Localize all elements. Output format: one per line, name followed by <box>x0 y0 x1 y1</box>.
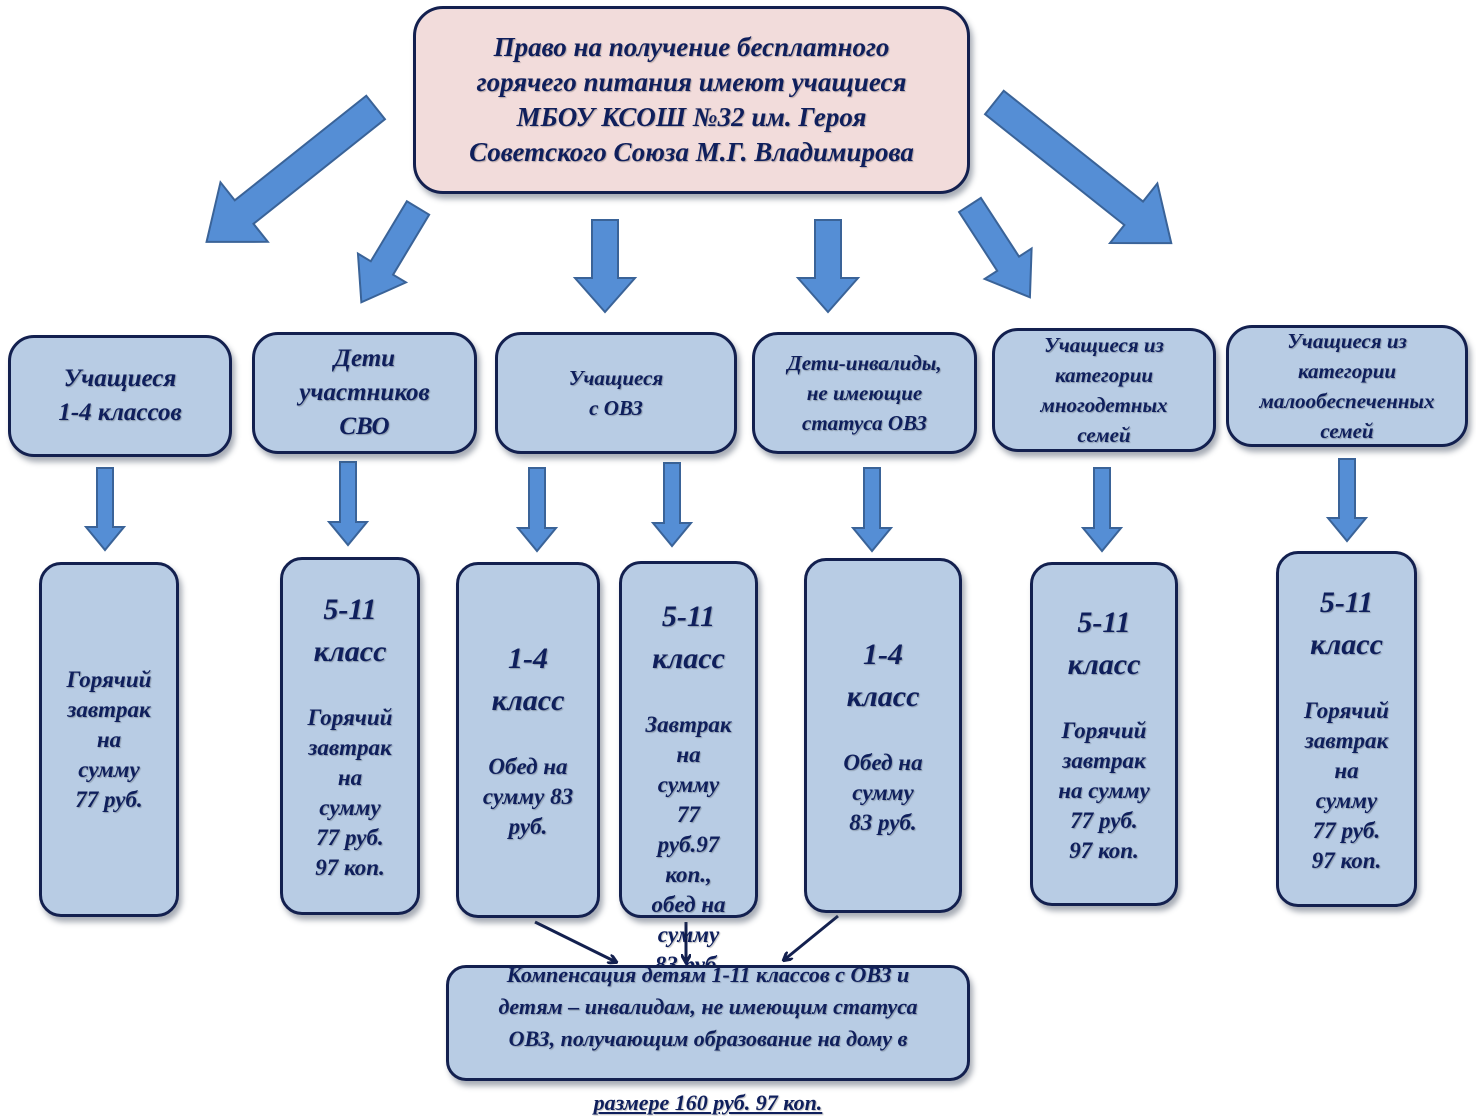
arrow-root-to-cat2 <box>356 199 431 304</box>
benefit-grade-heading: 5-11 класс <box>1310 586 1383 661</box>
benefit-ovz-5-11: 5-11 класс Завтрак на сумму 77 руб.97 ко… <box>619 561 758 977</box>
arrow-leaf3-to-compensation <box>534 920 616 962</box>
category-text: Учащиеся с ОВЗ <box>568 366 664 420</box>
root-box: Право на получение бесплатного горячего … <box>413 6 970 194</box>
category-ovz-students: Учащиеся с ОВЗ <box>495 332 737 454</box>
arrow-cat3-to-leaf4 <box>650 462 694 548</box>
benefit-text: Обед на сумму 83 руб. <box>482 754 574 839</box>
category-text: Учащиеся 1-4 классов <box>58 365 182 426</box>
arrow-root-to-cat4 <box>795 219 861 314</box>
benefit-grade-heading: 5-11 класс <box>313 593 387 668</box>
category-low-income-families: Учащиеся из категории малообеспеченных с… <box>1226 325 1468 447</box>
category-disabled-children: Дети-инвалиды, не имеющие статуса ОВЗ <box>752 332 977 454</box>
category-text: Дети участников СВО <box>299 345 430 440</box>
benefit-grade-heading: 1-4 класс <box>846 637 920 713</box>
arrow-root-to-cat3 <box>572 219 638 314</box>
benefit-text: Горячий завтрак на сумму 77 руб. 97 коп. <box>307 705 393 880</box>
arrow-root-to-cat6 <box>983 89 1173 245</box>
arrow-root-to-cat1 <box>205 94 387 243</box>
compensation-text: Компенсация детям 1-11 классов с ОВЗ и д… <box>498 962 918 1051</box>
arrow-cat1-to-leaf1 <box>83 467 127 552</box>
benefit-low-income-5-11: 5-11 класс Горячий завтрак на сумму 77 р… <box>1276 551 1417 907</box>
benefit-text: Завтрак на сумму 77 руб.97 коп., обед на… <box>645 712 732 977</box>
benefit-svo-5-11: 5-11 класс Горячий завтрак на сумму 77 р… <box>280 557 420 915</box>
category-large-families: Учащиеся из категории многодетных семей <box>992 328 1216 452</box>
benefit-ovz-1-4: 1-4 класс Обед на сумму 83 руб. <box>456 562 600 918</box>
arrow-root-to-cat5 <box>957 196 1033 299</box>
benefit-text: Горячий завтрак на сумму 77 руб. <box>66 666 152 812</box>
benefit-text: Горячий завтрак на сумму 77 руб. 97 коп. <box>1058 718 1150 863</box>
benefit-grade-heading: 5-11 класс <box>652 600 725 675</box>
compensation-box: Компенсация детям 1-11 классов с ОВЗ и д… <box>446 962 970 1115</box>
category-grades-1-4: Учащиеся 1-4 классов <box>8 335 232 457</box>
arrow-cat4-to-leaf5 <box>850 467 894 553</box>
arrow-leaf5-to-compensation <box>784 914 839 960</box>
benefit-text: Горячий завтрак на сумму 77 руб. 97 коп. <box>1304 698 1389 873</box>
benefit-grades-1-4: Горячий завтрак на сумму 77 руб. <box>39 562 179 917</box>
arrow-cat5-to-leaf6 <box>1080 467 1124 553</box>
compensation-amount: размере 160 руб. 97 коп. <box>593 1090 823 1115</box>
benefit-disabled-1-4: 1-4 класс Обед на сумму 83 руб. <box>804 558 962 913</box>
benefit-large-families-5-11: 5-11 класс Горячий завтрак на сумму 77 р… <box>1030 562 1178 906</box>
category-text: Учащиеся из категории многодетных семей <box>1040 333 1168 447</box>
arrow-cat6-to-leaf7 <box>1325 458 1369 543</box>
category-svo-children: Дети участников СВО <box>252 332 477 454</box>
arrow-cat2-to-leaf2 <box>326 461 370 547</box>
root-text: Право на получение бесплатного горячего … <box>469 32 914 167</box>
benefit-grade-heading: 1-4 класс <box>491 642 565 717</box>
benefit-text: Обед на сумму 83 руб. <box>843 749 923 835</box>
category-text: Учащиеся из категории малообеспеченных с… <box>1259 329 1435 443</box>
arrow-cat3-to-leaf3 <box>515 467 559 553</box>
category-text: Дети-инвалиды, не имеющие статуса ОВЗ <box>787 351 942 435</box>
benefit-grade-heading: 5-11 класс <box>1067 606 1141 681</box>
